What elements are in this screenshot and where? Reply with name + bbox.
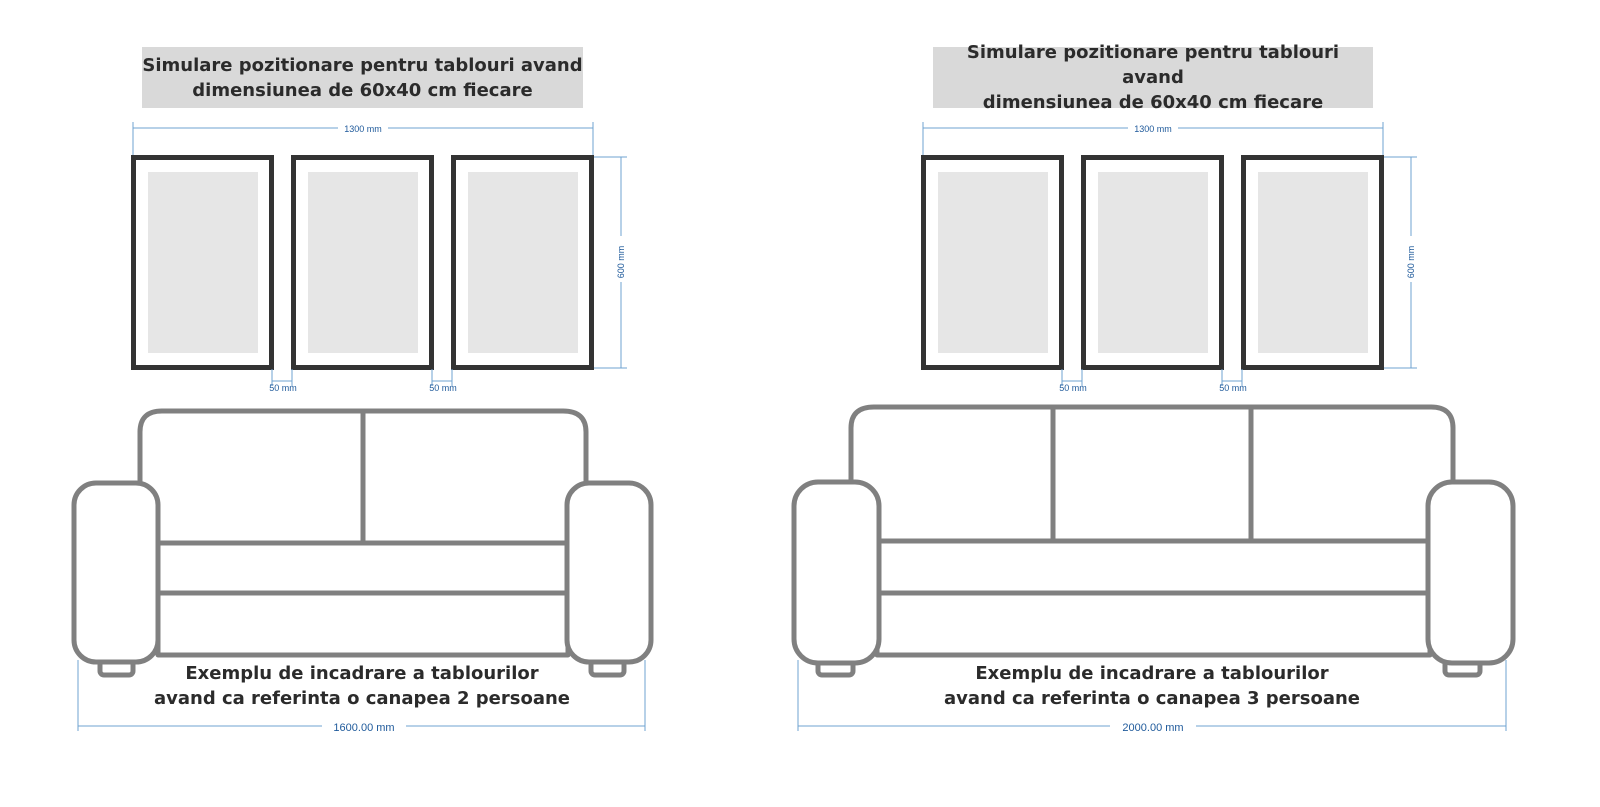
frames-width-label: 1300 mm <box>1134 124 1172 134</box>
title-banner: Simulare pozitionare pentru tablouri ava… <box>933 42 1373 113</box>
right-diagram: 1300 mm 600 mm 50 mm 50 mm <box>791 121 1516 734</box>
sofa-caption: Exemplu de incadrare a tablourilor avand… <box>153 663 570 709</box>
sofa-three-seat <box>791 404 1516 678</box>
picture-frame <box>921 155 1064 370</box>
gap-dimension <box>271 369 453 386</box>
picture-frame <box>131 155 274 370</box>
gap-label: 50 mm <box>1059 383 1087 393</box>
picture-frame <box>451 155 594 370</box>
gap-dimension <box>1061 369 1243 386</box>
frames-width-label: 1300 mm <box>344 124 382 134</box>
frames-height-label: 600 mm <box>1406 246 1416 279</box>
sofa-two-seat <box>71 408 654 678</box>
sofa-width-label: 1600.00 mm <box>333 722 394 734</box>
sofa-caption: Exemplu de incadrare a tablourilor avand… <box>943 663 1360 709</box>
picture-frame <box>1241 155 1384 370</box>
gap-label: 50 mm <box>429 383 457 393</box>
title-banner: Simulare pozitionare pentru tablouri ava… <box>142 47 583 108</box>
frames-height-label: 600 mm <box>616 246 626 279</box>
banner-text: Simulare pozitionare pentru tablouri ava… <box>966 42 1340 113</box>
gap-label: 50 mm <box>1219 383 1247 393</box>
panel-two-seat: 1300 mm 600 mm 50 mm 50 <box>71 47 654 734</box>
banner-text: Simulare pozitionare pentru tablouri ava… <box>142 54 583 101</box>
picture-frame <box>1081 155 1224 370</box>
picture-frame <box>291 155 434 370</box>
left-diagram: 1300 mm 600 mm 50 mm 50 <box>71 121 654 734</box>
panel-three-seat: 1300 mm 600 mm 50 mm 50 mm <box>790 0 1590 807</box>
sofa-width-label: 2000.00 mm <box>1122 722 1183 734</box>
gap-label: 50 mm <box>269 383 297 393</box>
